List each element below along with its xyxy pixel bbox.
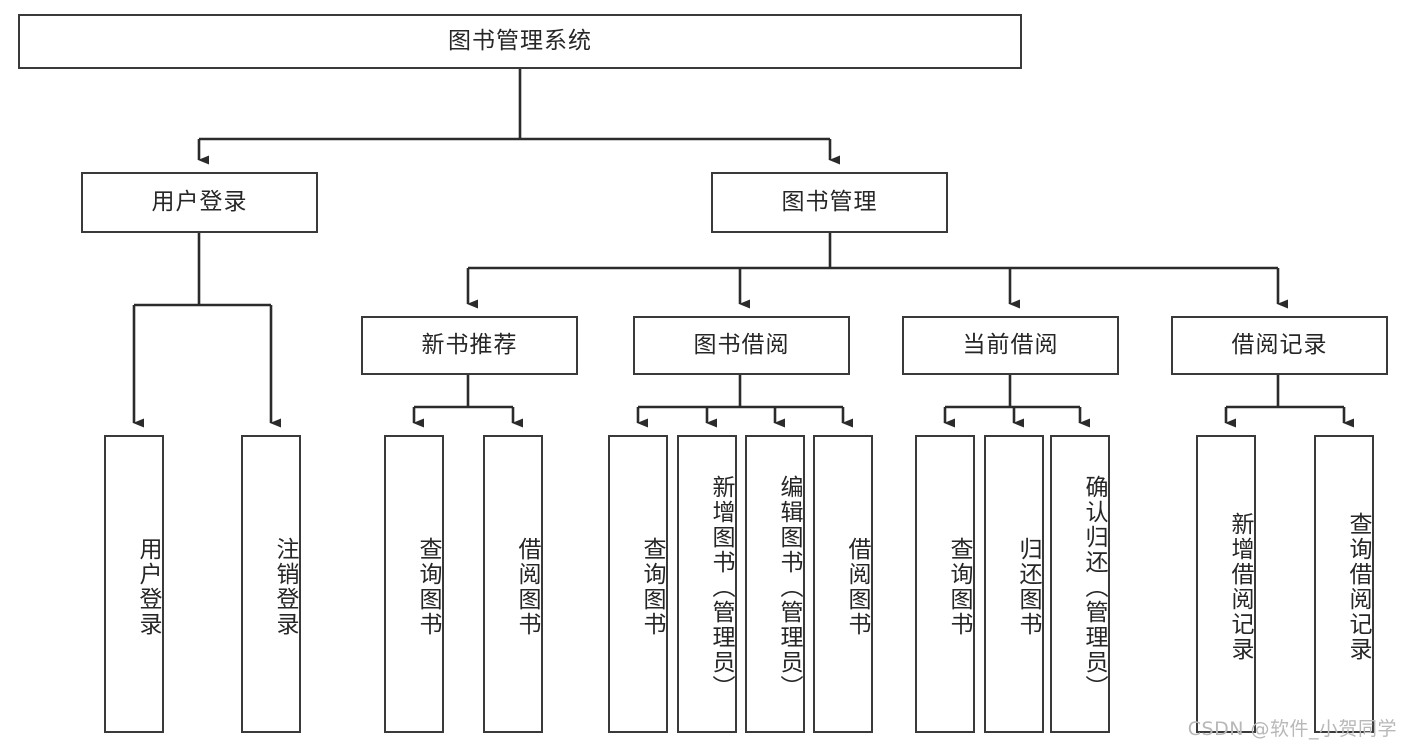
node-borrow-record-label: 借阅记录: [1231, 331, 1328, 358]
node-book-manage[interactable]: 图书管理: [711, 172, 948, 233]
node-user-login-label: 用户登录: [151, 188, 248, 215]
node-book-manage-label: 图书管理: [781, 188, 878, 215]
node-leaf-user-login-label: 用户登录: [135, 537, 161, 637]
node-current-borrow[interactable]: 当前借阅: [902, 316, 1119, 375]
node-current-borrow-label: 当前借阅: [962, 331, 1059, 358]
node-leaf-user-login[interactable]: 用户登录: [104, 435, 164, 733]
node-leaf-query-record-label: 查询借阅记录: [1345, 512, 1371, 662]
node-borrow-record[interactable]: 借阅记录: [1171, 316, 1388, 375]
node-leaf-query-book-3[interactable]: 查询图书: [915, 435, 975, 733]
node-leaf-borrow-book-2[interactable]: 借阅图书: [813, 435, 873, 733]
node-leaf-query-book-2[interactable]: 查询图书: [608, 435, 668, 733]
node-new-book-recommend[interactable]: 新书推荐: [361, 316, 578, 375]
node-root-system-label: 图书管理系统: [448, 27, 592, 54]
node-book-borrow[interactable]: 图书借阅: [633, 316, 850, 375]
node-leaf-confirm-return-label: 确认归还（管理员）: [1081, 474, 1107, 700]
node-leaf-return-book[interactable]: 归还图书: [984, 435, 1044, 733]
node-book-borrow-label: 图书借阅: [693, 331, 790, 358]
node-leaf-query-book-2-label: 查询图书: [639, 537, 665, 637]
node-leaf-borrow-book-2-label: 借阅图书: [844, 537, 870, 637]
watermark-credit: CSDN @软件_小贺同学: [1187, 718, 1397, 740]
node-leaf-borrow-book-1-label: 借阅图书: [514, 537, 540, 637]
node-leaf-borrow-book-1[interactable]: 借阅图书: [483, 435, 543, 733]
node-user-login[interactable]: 用户登录: [81, 172, 318, 233]
node-leaf-edit-book-label: 编辑图书（管理员）: [776, 474, 802, 700]
node-new-book-recommend-label: 新书推荐: [421, 331, 518, 358]
node-leaf-confirm-return[interactable]: 确认归还（管理员）: [1050, 435, 1110, 733]
node-leaf-query-book-1[interactable]: 查询图书: [384, 435, 444, 733]
node-leaf-add-record[interactable]: 新增借阅记录: [1196, 435, 1256, 733]
node-leaf-edit-book[interactable]: 编辑图书（管理员）: [745, 435, 805, 733]
node-leaf-logout-login[interactable]: 注销登录: [241, 435, 301, 733]
node-leaf-logout-login-label: 注销登录: [272, 537, 298, 637]
node-root-system[interactable]: 图书管理系统: [18, 14, 1022, 69]
node-leaf-add-book[interactable]: 新增图书（管理员）: [677, 435, 737, 733]
node-leaf-query-book-1-label: 查询图书: [415, 537, 441, 637]
node-leaf-return-book-label: 归还图书: [1015, 537, 1041, 637]
node-leaf-add-book-label: 新增图书（管理员）: [708, 474, 734, 700]
node-leaf-add-record-label: 新增借阅记录: [1227, 512, 1253, 662]
node-leaf-query-book-3-label: 查询图书: [946, 537, 972, 637]
node-leaf-query-record[interactable]: 查询借阅记录: [1314, 435, 1374, 733]
